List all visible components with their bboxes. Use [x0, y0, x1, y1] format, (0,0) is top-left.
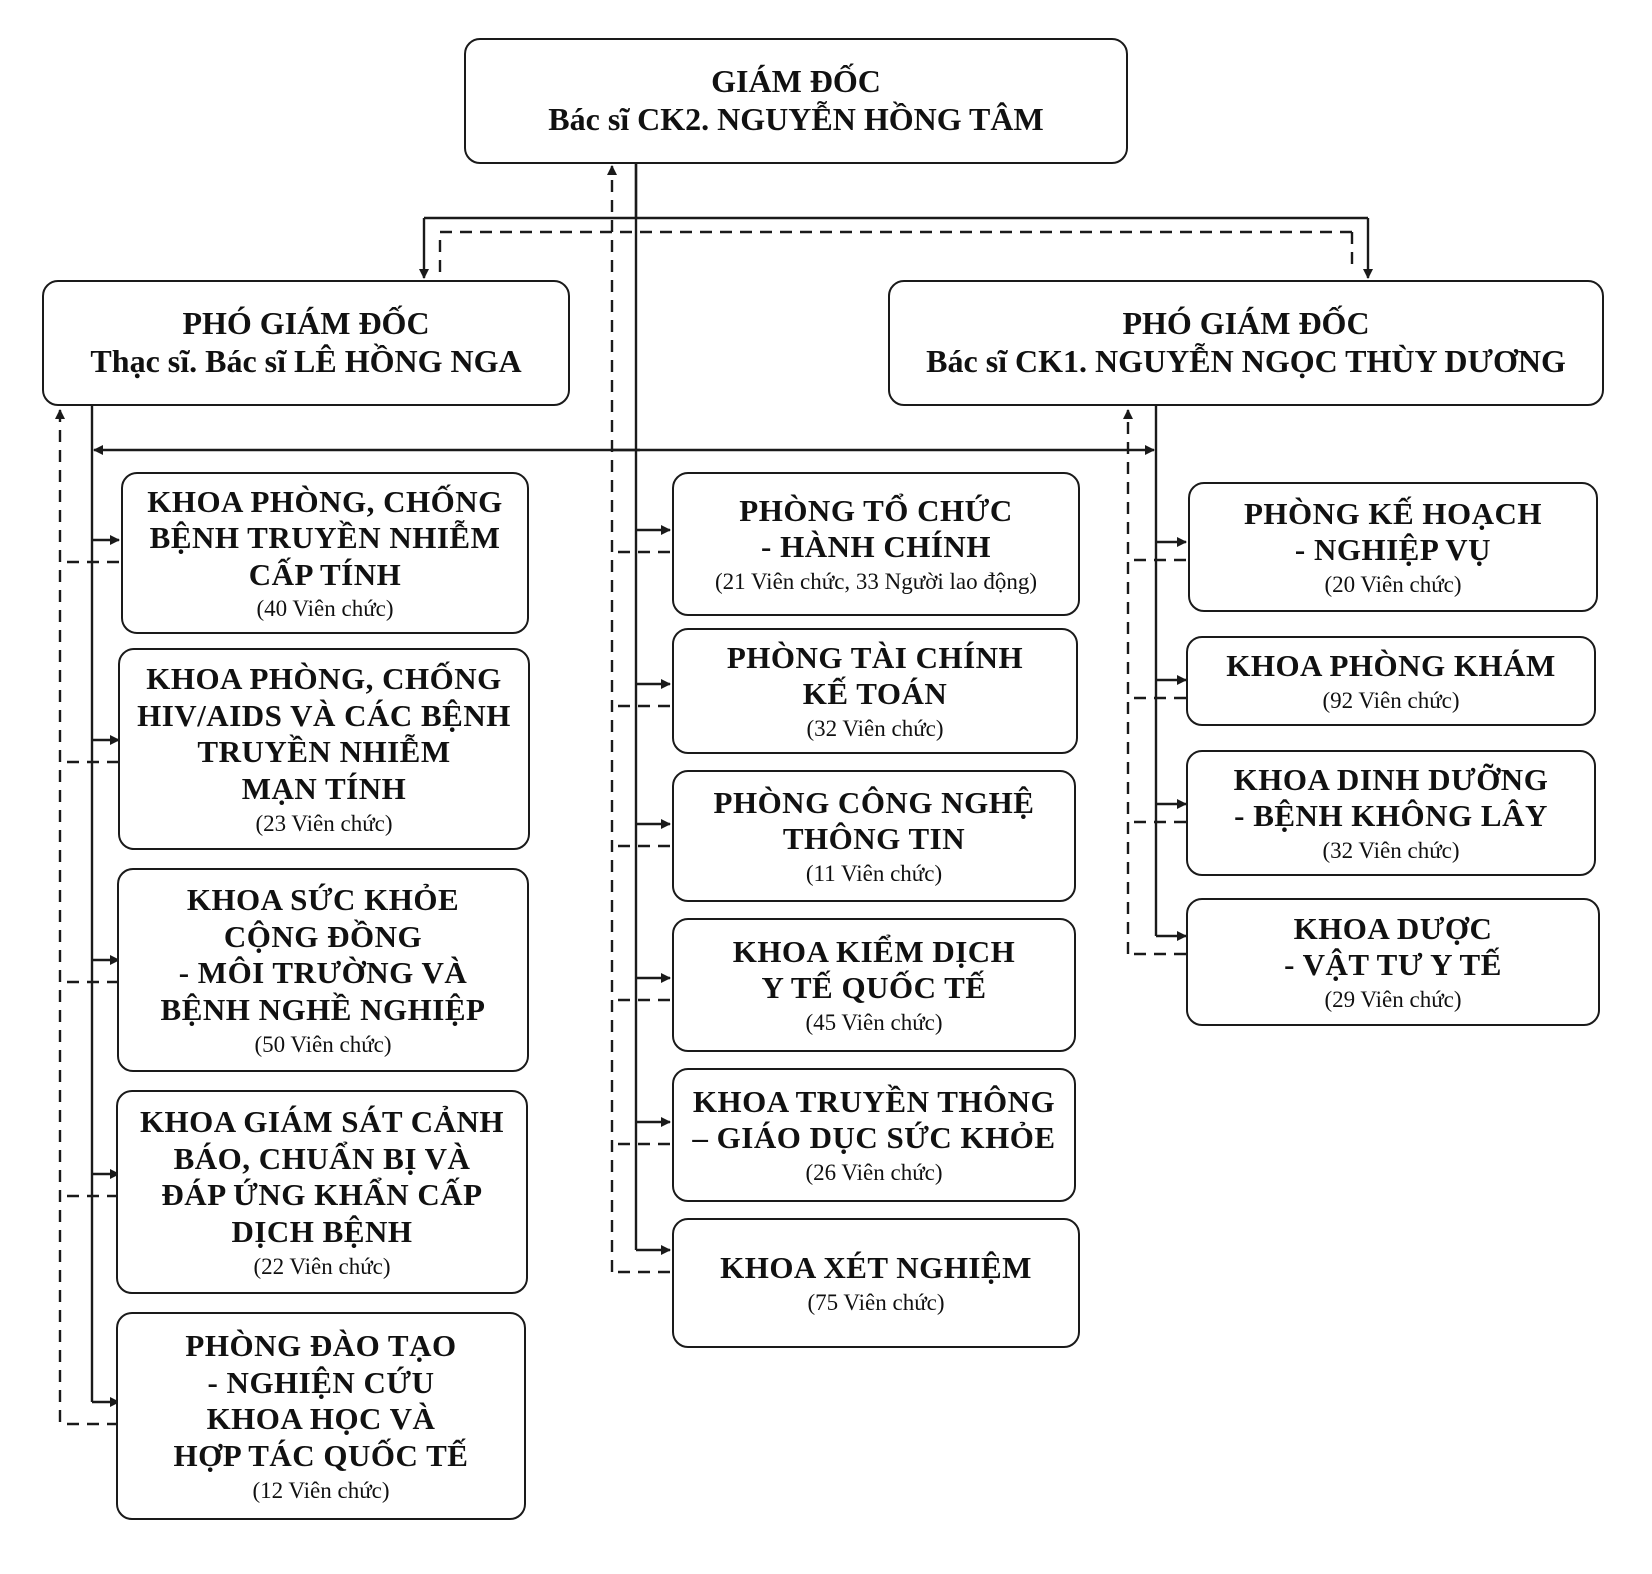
unit-staff: (32 Viên chức) [1322, 838, 1460, 864]
unit-name: KHOA PHÒNG, CHỐNG BỆNH TRUYỀN NHIỄM CẤP … [147, 483, 503, 592]
unit-name: KHOA TRUYỀN THÔNG – GIÁO DỤC SỨC KHỎE [692, 1083, 1056, 1156]
deputy-left-title: PHÓ GIÁM ĐỐC [182, 305, 430, 342]
unit-staff: (50 Viên chức) [254, 1031, 392, 1057]
center-unit-box: PHÒNG TÀI CHÍNH KẾ TOÁN (32 Viên chức) [672, 628, 1078, 754]
center-unit-box: KHOA KIỂM DỊCH Y TẾ QUỐC TẾ (45 Viên chứ… [672, 918, 1076, 1052]
right-unit-box: KHOA DINH DƯỠNG - BỆNH KHÔNG LÂY (32 Viê… [1186, 750, 1596, 876]
unit-name: PHÒNG CÔNG NGHỆ THÔNG TIN [713, 784, 1035, 857]
unit-name: KHOA SỨC KHỎE CỘNG ĐỒNG - MÔI TRƯỜNG VÀ … [160, 882, 486, 1028]
right-unit-box: KHOA PHÒNG KHÁM (92 Viên chức) [1186, 636, 1596, 726]
left-unit-box: KHOA SỨC KHỎE CỘNG ĐỒNG - MÔI TRƯỜNG VÀ … [117, 868, 529, 1072]
unit-name: PHÒNG KẾ HOẠCH - NGHIỆP VỤ [1243, 495, 1543, 568]
unit-name: KHOA PHÒNG, CHỐNG HIV/AIDS VÀ CÁC BỆNH T… [137, 661, 511, 807]
right-unit-box: KHOA DƯỢC - VẬT TƯ Y TẾ (29 Viên chức) [1186, 898, 1600, 1026]
deputy-right-name: Bác sĩ CK1. NGUYỄN NGỌC THÙY DƯƠNG [926, 343, 1566, 379]
left-unit-box: PHÒNG ĐÀO TẠO - NGHIỆN CỨU KHOA HỌC VÀ H… [116, 1312, 526, 1520]
deputy-left-name: Thạc sĩ. Bác sĩ LÊ HỒNG NGA [90, 343, 522, 379]
unit-staff: (92 Viên chức) [1322, 687, 1460, 713]
unit-staff: (29 Viên chức) [1324, 987, 1462, 1013]
unit-name: KHOA GIÁM SÁT CẢNH BÁO, CHUẨN BỊ VÀ ĐÁP … [139, 1104, 505, 1250]
unit-staff: (20 Viên chức) [1324, 572, 1462, 598]
unit-name: PHÒNG ĐÀO TẠO - NGHIỆN CỨU KHOA HỌC VÀ H… [173, 1328, 469, 1474]
left-unit-box: KHOA PHÒNG, CHỐNG HIV/AIDS VÀ CÁC BỆNH T… [118, 648, 530, 850]
unit-staff: (75 Viên chức) [807, 1289, 945, 1315]
left-unit-box: KHOA GIÁM SÁT CẢNH BÁO, CHUẨN BỊ VÀ ĐÁP … [116, 1090, 528, 1294]
unit-name: KHOA KIỂM DỊCH Y TẾ QUỐC TẾ [732, 933, 1016, 1006]
deputy-left-box: PHÓ GIÁM ĐỐC Thạc sĩ. Bác sĩ LÊ HỒNG NGA [42, 280, 570, 406]
unit-name: PHÒNG TỔ CHỨC - HÀNH CHÍNH [739, 492, 1013, 565]
unit-staff: (11 Viên chức) [805, 861, 943, 887]
unit-name: KHOA XÉT NGHIỆM [720, 1250, 1032, 1286]
center-unit-box: KHOA XÉT NGHIỆM (75 Viên chức) [672, 1218, 1080, 1348]
deputy-right-box: PHÓ GIÁM ĐỐC Bác sĩ CK1. NGUYỄN NGỌC THÙ… [888, 280, 1604, 406]
left-unit-box: KHOA PHÒNG, CHỐNG BỆNH TRUYỀN NHIỄM CẤP … [121, 472, 529, 634]
director-name: Bác sĩ CK2. NGUYỄN HỒNG TÂM [548, 101, 1044, 137]
unit-staff: (21 Viên chức, 33 Người lao động) [714, 569, 1038, 595]
unit-staff: (40 Viên chức) [256, 596, 394, 622]
unit-staff: (12 Viên chức) [252, 1477, 390, 1503]
center-unit-box: PHÒNG CÔNG NGHỆ THÔNG TIN (11 Viên chức) [672, 770, 1076, 902]
center-unit-box: PHÒNG TỔ CHỨC - HÀNH CHÍNH (21 Viên chức… [672, 472, 1080, 616]
director-box: GIÁM ĐỐC Bác sĩ CK2. NGUYỄN HỒNG TÂM [464, 38, 1128, 164]
unit-staff: (45 Viên chức) [805, 1010, 943, 1036]
unit-name: KHOA PHÒNG KHÁM [1226, 648, 1556, 684]
unit-staff: (26 Viên chức) [805, 1160, 943, 1186]
director-title: GIÁM ĐỐC [711, 63, 881, 100]
unit-name: KHOA DINH DƯỠNG - BỆNH KHÔNG LÂY [1233, 761, 1549, 834]
right-unit-box: PHÒNG KẾ HOẠCH - NGHIỆP VỤ (20 Viên chức… [1188, 482, 1598, 612]
unit-name: KHOA DƯỢC - VẬT TƯ Y TẾ [1284, 910, 1502, 983]
center-unit-box: KHOA TRUYỀN THÔNG – GIÁO DỤC SỨC KHỎE (2… [672, 1068, 1076, 1202]
unit-staff: (32 Viên chức) [806, 716, 944, 742]
unit-staff: (22 Viên chức) [253, 1253, 391, 1279]
unit-staff: (23 Viên chức) [255, 810, 393, 836]
unit-name: PHÒNG TÀI CHÍNH KẾ TOÁN [726, 639, 1024, 712]
deputy-right-title: PHÓ GIÁM ĐỐC [1122, 305, 1370, 342]
